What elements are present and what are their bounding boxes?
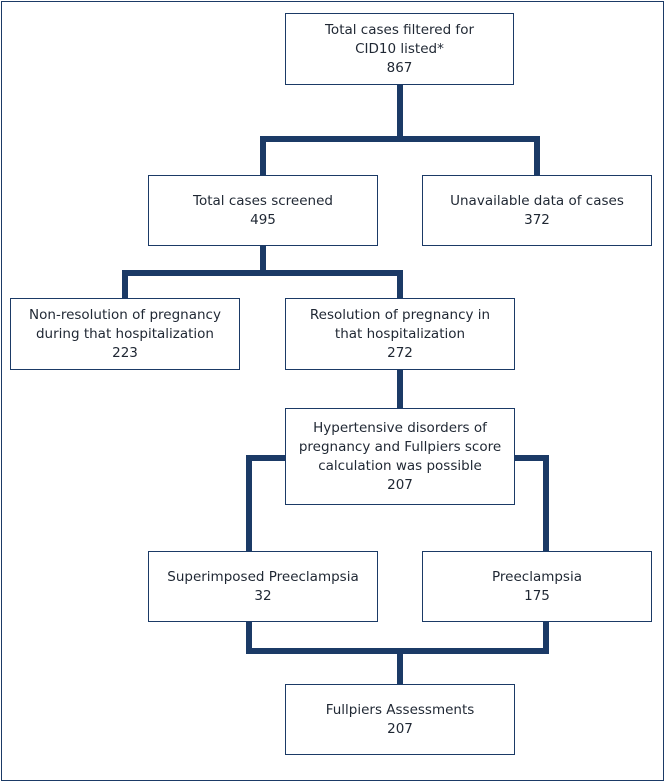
connector-screened <box>122 246 403 298</box>
box-preeclampsia-value: 175 <box>524 587 550 604</box>
box-superimposed-value: 32 <box>254 587 272 604</box>
box-preeclampsia: Preeclampsia 175 <box>422 551 652 622</box>
box-non-resolution-value: 223 <box>112 344 138 361</box>
box-fullpiers-label: Fullpiers Assessments <box>325 701 475 718</box>
box-hypertensive-line2: pregnancy and Fullpiers score <box>298 438 502 455</box>
box-unavailable: Unavailable data of cases 372 <box>422 175 652 246</box>
box-non-resolution-line2: during that hospitalization <box>35 325 214 342</box>
box-superimposed-label: Superimposed Preeclampsia <box>167 568 359 585</box>
box-unavailable-value: 372 <box>524 211 550 228</box>
connector-top <box>260 85 540 175</box>
box-unavailable-label: Unavailable data of cases <box>450 192 624 209</box>
box-superimposed: Superimposed Preeclampsia 32 <box>148 551 378 622</box>
box-resolution: Resolution of pregnancy in that hospital… <box>285 298 515 370</box>
box-resolution-line2: that hospitalization <box>334 325 466 342</box>
box-total-screened-value: 495 <box>250 211 276 228</box>
box-resolution-line1: Resolution of pregnancy in <box>309 306 491 323</box>
box-hypertensive-line1: Hypertensive disorders of <box>313 419 487 436</box>
connector-hypertensive <box>246 455 549 551</box>
box-non-resolution: Non-resolution of pregnancy during that … <box>10 298 240 370</box>
connector-merge <box>246 622 549 684</box>
box-non-resolution-line1: Non-resolution of pregnancy <box>29 306 221 323</box>
box-fullpiers: Fullpiers Assessments 207 <box>285 684 515 755</box>
box-total-filtered: Total cases filtered for CID10 listed* 8… <box>285 13 514 85</box>
box-resolution-value: 272 <box>387 344 413 361</box>
box-total-screened-label: Total cases screened <box>193 192 333 209</box>
box-hypertensive-line3: calculation was possible <box>318 457 482 474</box>
box-total-screened: Total cases screened 495 <box>148 175 378 246</box>
box-total-filtered-value: 867 <box>386 59 413 76</box>
box-hypertensive: Hypertensive disorders of pregnancy and … <box>285 408 515 505</box>
box-preeclampsia-label: Preeclampsia <box>492 568 582 585</box>
box-total-filtered-line2: CID10 listed* <box>355 40 444 57</box>
box-fullpiers-value: 207 <box>387 720 413 737</box>
box-total-filtered-line1: Total cases filtered for <box>324 21 474 38</box>
box-hypertensive-value: 207 <box>387 476 413 493</box>
